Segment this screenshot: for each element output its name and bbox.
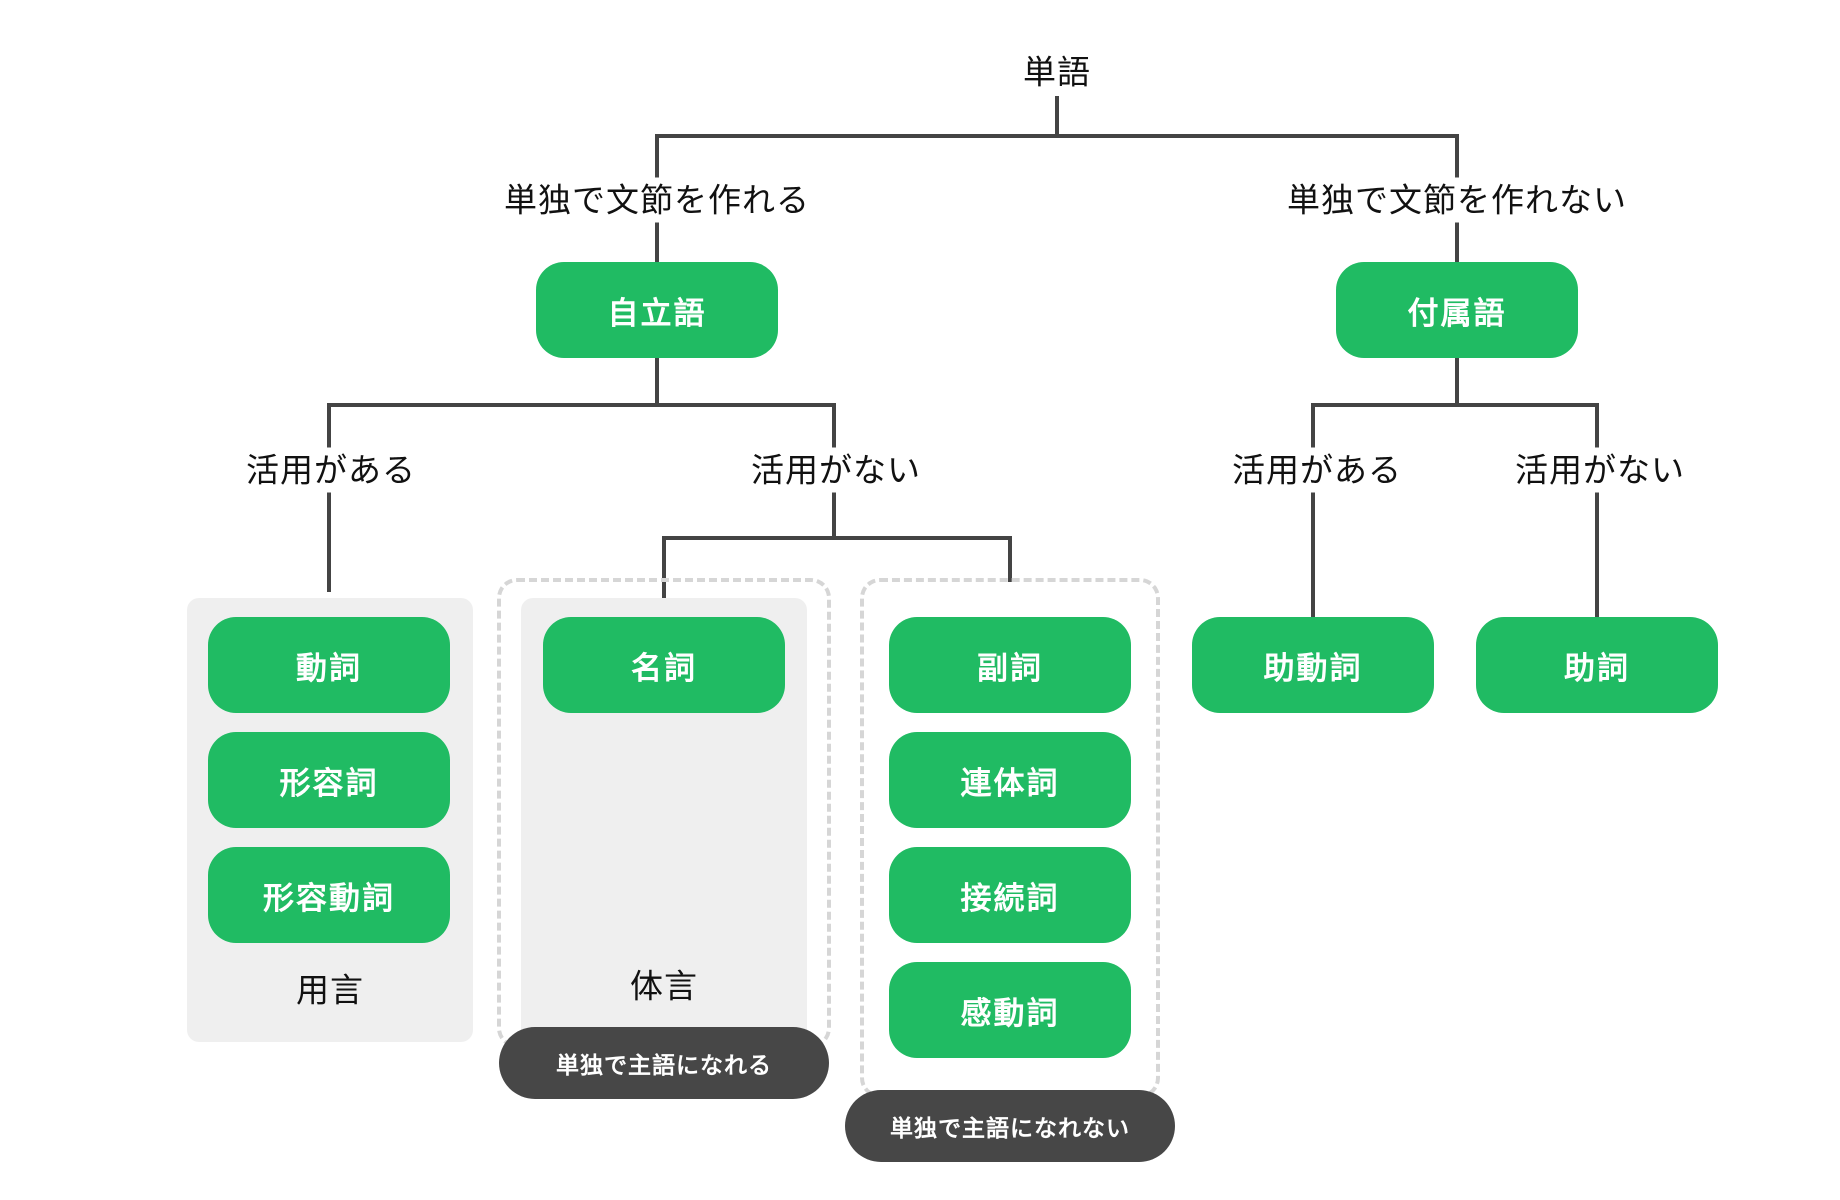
particle-node: 助詞 <box>1476 617 1718 713</box>
taigen-label: 体言 <box>630 966 698 1006</box>
adverb-node: 副詞 <box>889 617 1131 713</box>
adnominal-node: 連体詞 <box>889 732 1131 828</box>
right-condition-label: 単独で文節を作れない <box>1277 177 1637 223</box>
root-label: 単語 <box>1013 49 1101 95</box>
jiritsugo-conjugating-label: 活用がある <box>236 447 426 493</box>
conjunction-node: 接続詞 <box>889 847 1131 943</box>
yougen-label: 用言 <box>296 970 364 1010</box>
adjective-node: 形容詞 <box>208 732 450 828</box>
fuzokugo-non-conjugating-label: 活用がない <box>1505 447 1695 493</box>
auxiliary-verb-node: 助動詞 <box>1192 617 1434 713</box>
fuzokugo-conjugating-label: 活用がある <box>1222 447 1412 493</box>
left-condition-label: 単独で文節を作れる <box>494 177 820 223</box>
jiritsugo-non-conjugating-label: 活用がない <box>741 447 931 493</box>
interjection-node: 感動詞 <box>889 962 1131 1058</box>
noun-node: 名詞 <box>543 617 785 713</box>
subject-incapable-badge: 単独で主語になれない <box>845 1090 1175 1162</box>
adjectival-verb-node: 形容動詞 <box>208 847 450 943</box>
subject-capable-badge: 単独で主語になれる <box>499 1027 829 1099</box>
verb-node: 動詞 <box>208 617 450 713</box>
fuzokugo-node: 付属語 <box>1336 262 1578 358</box>
jiritsugo-node: 自立語 <box>536 262 778 358</box>
